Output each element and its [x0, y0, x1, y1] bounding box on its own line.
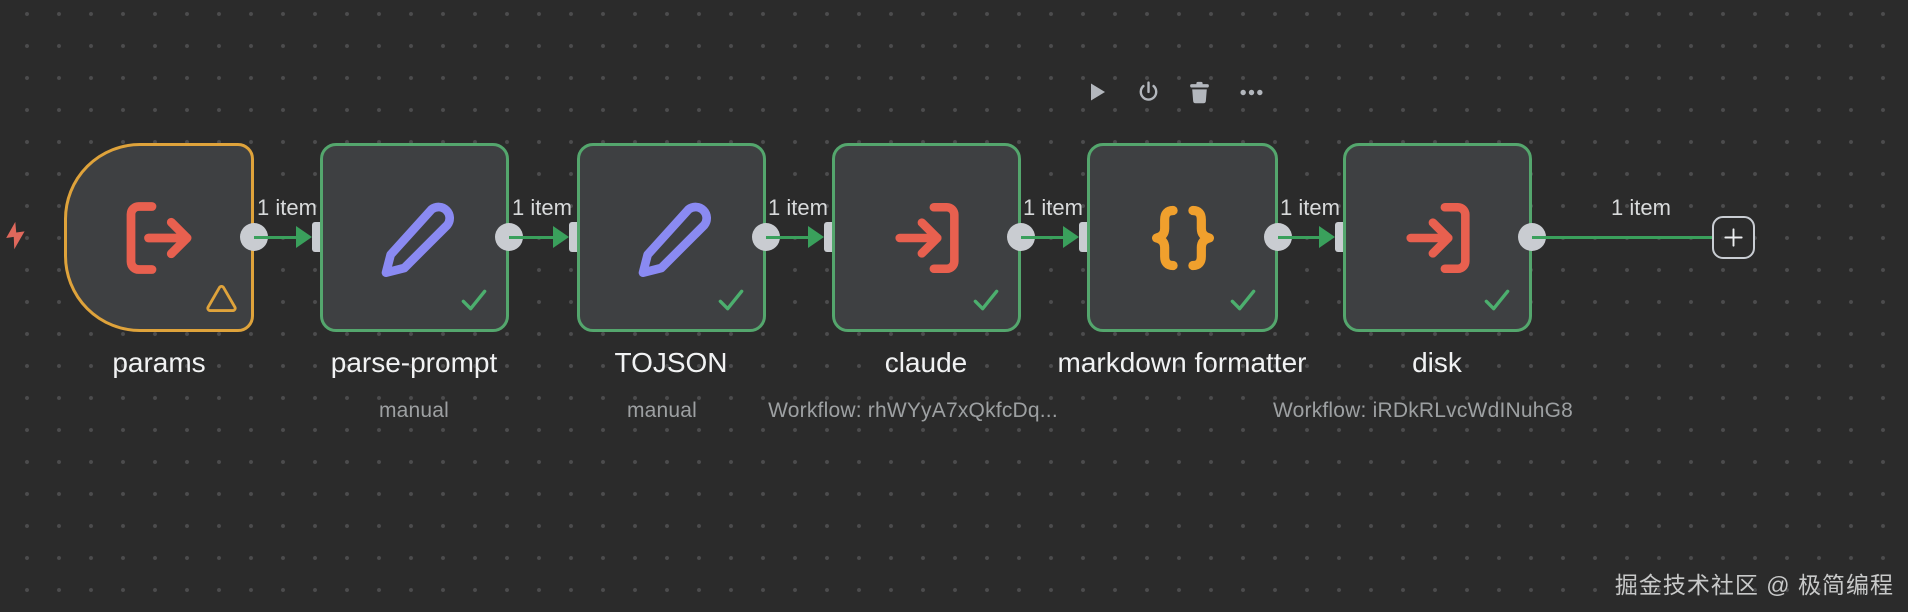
- power-icon[interactable]: [1135, 79, 1161, 105]
- connection-item-count: 1 item: [1023, 195, 1083, 220]
- connection-params-parse[interactable]: [254, 236, 298, 239]
- braces-icon: [1090, 146, 1275, 329]
- pencil-icon: [580, 146, 763, 329]
- node-label-disk: disk: [1412, 347, 1462, 378]
- more-options-icon[interactable]: [1238, 79, 1264, 105]
- log-in-icon: [1346, 146, 1529, 329]
- connection-arrowhead: [296, 226, 312, 248]
- log-out-icon: [67, 146, 251, 329]
- node-label-parse-prompt: parse-prompt: [330, 347, 498, 378]
- connection-markdown-disk[interactable]: [1278, 236, 1319, 239]
- connection-arrowhead: [1063, 226, 1079, 248]
- connection-item-count: 1 item: [1611, 195, 1671, 220]
- connection-item-count: 1 item: [768, 195, 828, 220]
- node-label-params: params: [112, 347, 206, 378]
- success-check-icon: [1225, 284, 1261, 321]
- node-markdown-formatter[interactable]: [1087, 143, 1278, 332]
- trash-icon[interactable]: [1186, 79, 1212, 105]
- node-label-markdown-formatter: markdown formatter: [1057, 347, 1307, 378]
- node-label-claude: claude: [884, 347, 968, 378]
- success-check-icon: [713, 284, 749, 321]
- pencil-icon: [323, 146, 506, 329]
- node-sublabel-tojson: manual: [626, 399, 698, 422]
- node-claude[interactable]: [832, 143, 1021, 332]
- node-sublabel-disk: Workflow: iRDkRLvcWdINuhG8: [1272, 399, 1574, 422]
- success-check-icon: [1479, 284, 1515, 321]
- connection-item-count: 1 item: [512, 195, 572, 220]
- node-disk[interactable]: [1343, 143, 1532, 332]
- node-params[interactable]: [64, 143, 254, 332]
- warning-triangle-icon: [206, 285, 237, 317]
- connection-arrowhead: [1319, 226, 1335, 248]
- connection-item-count: 1 item: [257, 195, 317, 220]
- node-sublabel-claude: Workflow: rhWYyA7xQkfcDq...: [768, 399, 1058, 422]
- success-check-icon: [456, 284, 492, 321]
- connection-item-count: 1 item: [1280, 195, 1340, 220]
- log-in-icon: [835, 146, 1018, 329]
- connection-tojson-claude[interactable]: [766, 236, 808, 239]
- connection-arrowhead: [553, 226, 569, 248]
- plus-icon: [1724, 228, 1743, 247]
- play-icon[interactable]: [1084, 79, 1110, 105]
- connection-arrowhead: [808, 226, 824, 248]
- connection-disk-add[interactable]: [1532, 236, 1712, 239]
- add-node-button[interactable]: [1712, 216, 1755, 259]
- connection-parse-tojson[interactable]: [509, 236, 553, 239]
- connection-claude-markdown[interactable]: [1021, 236, 1063, 239]
- node-label-tojson: TOJSON: [614, 347, 728, 378]
- watermark-text: 掘金技术社区 @ 极简编程: [1614, 572, 1894, 598]
- node-parse-prompt[interactable]: [320, 143, 509, 332]
- success-check-icon: [968, 284, 1004, 321]
- node-tojson[interactable]: [577, 143, 766, 332]
- lightning-bolt-icon: [6, 221, 25, 250]
- node-sublabel-parse-prompt: manual: [378, 399, 450, 422]
